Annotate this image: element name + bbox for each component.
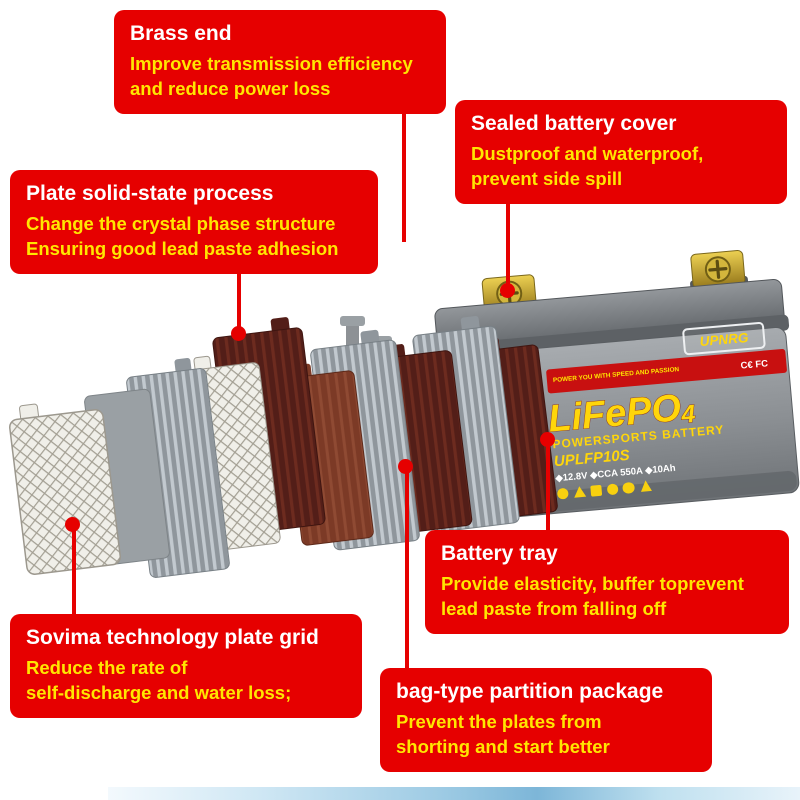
label-cert-icons [557,480,652,500]
connector-dot-partition [398,459,413,474]
callout-body: Provide elasticity, buffer toprevent lea… [441,573,744,619]
callout-title: Plate solid-state process [26,182,274,205]
connector-dot-plate-grid [65,517,80,532]
callout-body: Dustproof and waterproof, prevent side s… [471,143,704,189]
callout-title: Sovima technology plate grid [26,626,319,649]
connector-line-battery-tray [546,440,550,532]
connector-line-partition [405,466,409,670]
connector-dot-sealed-cover [500,283,515,298]
callout-title: Sealed battery cover [471,112,677,135]
callout-brass-end: Brass end Improve transmission efficienc… [114,10,446,115]
adjacent-image-strip [108,787,800,800]
callout-body: Prevent the plates from shorting and sta… [396,711,610,757]
connector-dot-plate-process [231,326,246,341]
brand-logo-box [682,321,766,356]
callout-battery-tray: Battery tray Provide elasticity, buffer … [425,530,789,635]
connector-line-plate-grid [72,524,76,616]
slogan-band [546,349,787,394]
connector-line-plate-process [237,270,241,330]
connector-line-brass-end [402,112,406,242]
callout-title: Battery tray [441,542,558,565]
exploded-plate-grid-mesh-1 [9,403,121,575]
callout-partition: bag-type partition package Prevent the p… [380,668,712,773]
callout-body: Change the crystal phase structure Ensur… [26,213,339,259]
callout-plate-process: Plate solid-state process Change the cry… [10,170,378,275]
callout-plate-grid: Sovima technology plate grid Reduce the … [10,614,362,719]
connector-dot-battery-tray [540,432,555,447]
callout-body: Improve transmission efficiency and redu… [130,53,413,99]
model-text: UPLFP10S [553,447,630,471]
callout-title: bag-type partition package [396,680,664,703]
cert-marks-text: C€ FC [740,358,768,371]
brand-text: UPNRG [699,330,749,349]
callout-body: Reduce the rate of self-discharge and wa… [26,657,292,703]
callout-sealed-cover: Sealed battery cover Dustproof and water… [455,100,787,205]
callout-title: Brass end [130,22,232,45]
connector-line-sealed-cover [506,200,510,286]
